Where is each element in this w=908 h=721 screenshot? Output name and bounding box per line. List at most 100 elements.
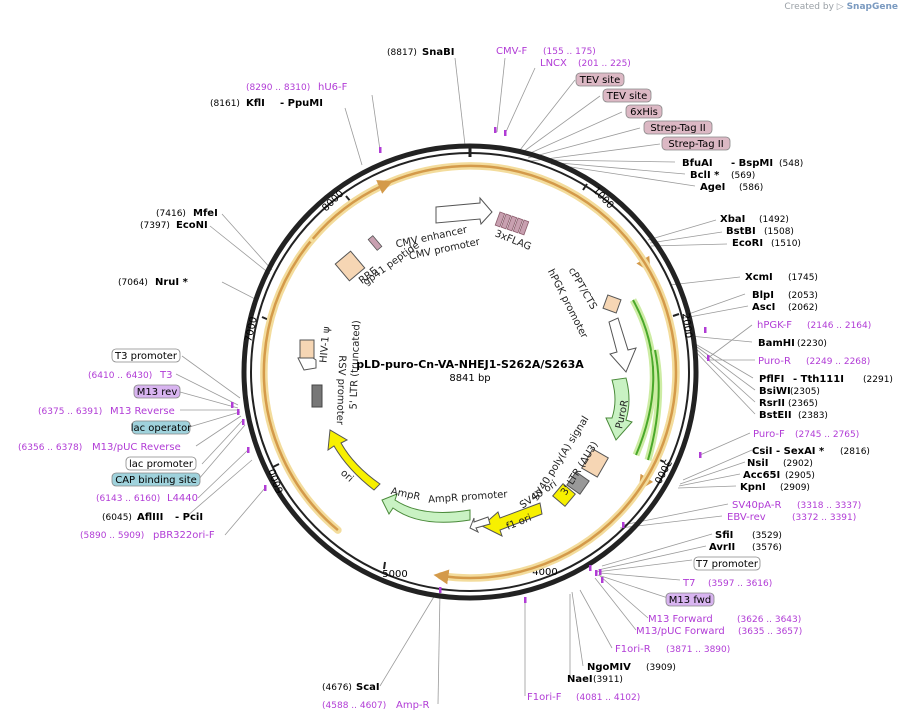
- primer-mark: [601, 577, 604, 583]
- site-label: EcoNI: [176, 220, 208, 231]
- leader-line: [175, 373, 239, 406]
- leader-line: [371, 94, 381, 151]
- tag-feature: [518, 219, 530, 236]
- boxed-label: Strep-Tag II: [668, 139, 723, 150]
- leader-line: [454, 57, 466, 146]
- site-label: CMV-F: [496, 46, 527, 57]
- leader-line: [595, 559, 693, 573]
- plasmid-length: 8841 bp: [449, 373, 490, 384]
- site-label: Puro-F: [753, 429, 785, 440]
- tick-mark: [672, 313, 680, 317]
- site-label: (5890 .. 5909): [80, 531, 144, 541]
- boxed-label-bg: [602, 88, 652, 103]
- site-label: XbaI: [720, 214, 745, 225]
- leader-lines: [175, 57, 756, 705]
- site-label: RsrII: [759, 398, 785, 409]
- tick-mark: [582, 183, 588, 191]
- gp41-feature: [367, 235, 383, 251]
- leader-line: [679, 461, 746, 485]
- site-label: (8161): [210, 99, 240, 109]
- site-label: F1ori-R: [615, 644, 651, 655]
- site-label: (548): [779, 159, 803, 169]
- site-label: hU6-F: [318, 82, 348, 93]
- leader-line: [522, 95, 601, 153]
- primer-mark: [439, 587, 442, 593]
- hpgk-promoter-feature: [608, 317, 637, 373]
- primer-mark: [494, 127, 497, 133]
- feature-label: HIV-1 ψ: [318, 326, 332, 364]
- site-label: MfeI: [193, 208, 218, 219]
- leader-line: [179, 391, 239, 409]
- site-label: (3576): [752, 543, 782, 553]
- site-label: BsiWI: [759, 386, 791, 397]
- site-label: (2230): [797, 339, 827, 349]
- site-label: BamHI: [758, 338, 795, 349]
- site-label: M13 Reverse: [110, 406, 175, 417]
- leader-line: [650, 243, 728, 247]
- leader-line: [649, 231, 723, 244]
- tag-feature: [494, 211, 506, 228]
- site-label: L4440: [167, 493, 198, 504]
- features-layer: [231, 127, 710, 603]
- leader-line: [647, 219, 717, 241]
- site-label: pBR322ori-F: [153, 530, 215, 541]
- site-label: (3372 .. 3391): [792, 513, 856, 523]
- leader-line: [496, 57, 506, 133]
- boxed-label-bg: [693, 556, 761, 571]
- boxed-label: T7 promoter: [695, 559, 759, 570]
- boxed-label-bg: [133, 384, 181, 399]
- site-label: AgeI: [700, 182, 725, 193]
- site-label: (2902): [783, 459, 813, 469]
- leader-line: [221, 281, 258, 301]
- site-label: (2365): [788, 399, 818, 409]
- leader-line: [550, 163, 696, 187]
- primer-mark: [704, 327, 707, 333]
- site-label: (569): [731, 171, 755, 181]
- site-label: - Tth111I: [793, 374, 844, 385]
- leader-line: [209, 225, 271, 275]
- boxed-label: M13 rev: [137, 387, 178, 398]
- site-label: F1ori-F: [527, 692, 562, 703]
- primer-mark: [504, 130, 507, 136]
- site-label: (2053): [788, 291, 818, 301]
- site-label: CsiI: [752, 446, 772, 457]
- site-label: NruI *: [155, 277, 189, 288]
- snapgene-credit: Created by ▷ SnapGene: [784, 2, 898, 12]
- tick-mark: [383, 561, 386, 570]
- site-label: (3911): [593, 675, 623, 685]
- site-label: (6410 .. 6430): [88, 371, 152, 381]
- boxed-label-bg: [131, 420, 191, 435]
- boxed-label: CAP binding site: [115, 475, 197, 486]
- primer-mark: [699, 452, 702, 458]
- leader-line: [693, 349, 756, 415]
- cmv-feature: [435, 196, 493, 226]
- leader-line: [437, 591, 441, 705]
- site-label: - SexAI *: [776, 446, 825, 457]
- primer-mark: [707, 355, 710, 361]
- tick-label: 5000: [382, 569, 407, 580]
- tag-feature: [506, 215, 518, 232]
- site-label: AscI: [752, 302, 775, 313]
- leader-line: [678, 473, 741, 487]
- feature-label: RSV promoter: [334, 355, 347, 426]
- site-label: (2816): [840, 447, 870, 457]
- site-label: (2745 .. 2765): [795, 430, 859, 440]
- leader-line: [693, 346, 756, 403]
- leader-line: [379, 594, 436, 687]
- site-label: (2905): [785, 471, 815, 481]
- leader-line: [597, 574, 669, 599]
- site-label: EcoRI: [732, 238, 763, 249]
- site-label: LNCX: [540, 58, 567, 69]
- tick-label: 4000: [532, 567, 557, 578]
- leader-line: [599, 575, 649, 619]
- marker-arc-1: [632, 299, 655, 456]
- site-label: - PpuMI: [280, 98, 323, 109]
- leader-line: [682, 449, 753, 481]
- site-label: (7416): [156, 209, 186, 219]
- primer-mark: [595, 570, 598, 576]
- leader-line: [530, 143, 661, 162]
- site-label: (4676): [322, 683, 352, 693]
- site-label: NsiI: [747, 458, 768, 469]
